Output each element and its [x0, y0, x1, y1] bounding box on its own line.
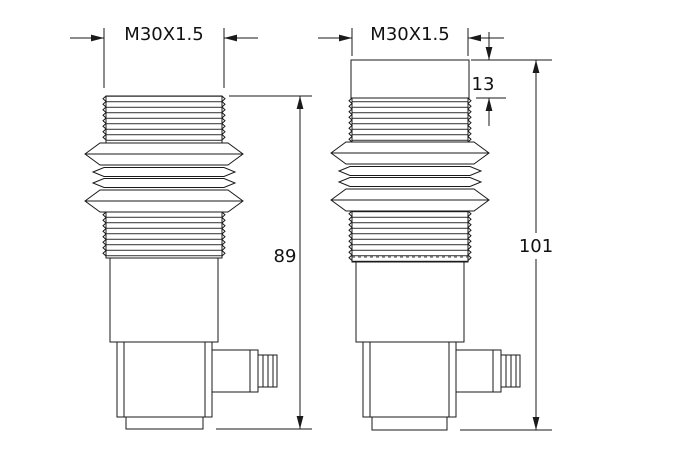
left-thread-edge-left-upper: [102, 95, 107, 143]
right-lock-washer-1: [337, 166, 483, 176]
right-right-angle-connector: [455, 349, 502, 393]
left-thread-section-upper: [105, 95, 223, 144]
right-thread-dimension-label: M30X1.5: [370, 24, 449, 45]
right-thread-edge-right-upper: [467, 97, 472, 143]
right-thread-edge-right-lower: [467, 210, 472, 262]
cap-height-dimension-label: 13: [472, 74, 495, 95]
left-height-dimension-label: 89: [274, 246, 297, 267]
left-thread-edge-right-lower: [221, 211, 226, 258]
left-thread-edge-left-lower: [102, 211, 107, 258]
right-housing-base: [371, 416, 448, 431]
left-lock-washer-2: [91, 178, 237, 188]
right-height-label-backing: [518, 233, 555, 259]
left-sensor-view: [84, 95, 278, 430]
left-thread-section-lower: [105, 211, 223, 259]
left-right-angle-connector: [211, 349, 259, 393]
right-height-dimension-label: 101: [519, 236, 553, 257]
left-height-dimension: 89: [216, 95, 312, 430]
left-connector-housing: [116, 341, 213, 418]
right-thread-edge-left-upper: [348, 97, 353, 143]
right-connector-housing: [362, 341, 457, 418]
right-sensor-view: [330, 59, 521, 431]
right-thread-edge-left-lower: [348, 210, 353, 262]
right-sensor-cap: [350, 59, 470, 99]
right-thread-section-lower: [351, 210, 469, 263]
left-thread-dimension: M30X1.5: [70, 24, 258, 88]
right-thread-dimension: M30X1.5: [318, 24, 504, 56]
left-lock-washer-1: [91, 167, 237, 177]
right-sensor-body: [355, 261, 465, 343]
right-height-dimension: 101: [460, 60, 555, 431]
left-thread-dimension-label: M30X1.5: [124, 24, 203, 45]
cap-height-dimension: 13: [471, 32, 552, 126]
left-sensor-body: [109, 257, 219, 343]
left-height-label-backing: [270, 243, 298, 269]
left-housing-base: [125, 416, 204, 430]
right-lock-washer-2: [337, 177, 483, 187]
left-thread-edge-right-upper: [221, 95, 226, 143]
right-thread-section-upper: [351, 97, 469, 143]
